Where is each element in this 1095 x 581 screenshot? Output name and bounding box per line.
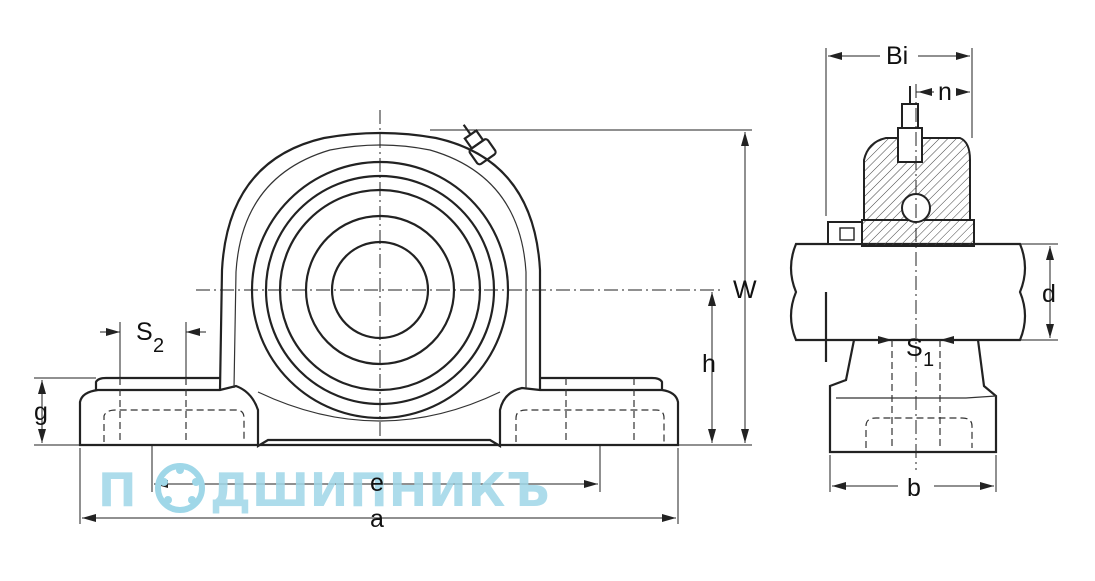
label-n: n	[938, 78, 952, 106]
n-arrow-left	[918, 88, 932, 96]
b-arrow-right	[980, 482, 994, 490]
label-s1-subscript: 1	[923, 349, 934, 371]
side-lower-housing	[828, 339, 998, 454]
bi-arrow-right	[956, 52, 970, 60]
dimensions	[34, 48, 1058, 524]
front-left-foot-top	[94, 376, 220, 390]
g-arrow-bottom	[38, 429, 46, 443]
e-arrow-right	[584, 480, 598, 488]
label-s2: S	[136, 318, 153, 346]
s1-arrow-right	[940, 336, 954, 344]
s2-arrow-right	[186, 328, 200, 336]
watermark-bearing-icon	[155, 463, 205, 513]
front-view	[78, 110, 720, 448]
dimension-labels: Bi n W d h g S 2 S 1 e a b	[34, 42, 1056, 533]
label-s1: S	[906, 334, 923, 362]
watermark-text-start: П	[98, 463, 138, 517]
g-arrow-top	[38, 380, 46, 394]
w-arrow-bottom	[741, 429, 749, 443]
d-arrow-top	[1046, 246, 1054, 260]
watermark: П ДШИПНИКЪ	[98, 463, 551, 517]
a-arrow-left	[82, 514, 96, 522]
watermark-text-end: ДШИПНИКЪ	[210, 463, 551, 517]
w-arrow-top	[741, 132, 749, 146]
label-bi: Bi	[886, 42, 908, 70]
n-arrow-right	[956, 88, 970, 96]
front-left-slot	[103, 409, 245, 442]
front-right-foot-top	[540, 376, 664, 390]
side-set-screw	[839, 227, 855, 241]
h-arrow-top	[708, 292, 716, 306]
h-arrow-bottom	[708, 429, 716, 443]
b-arrow-left	[832, 482, 846, 490]
side-lower-inner	[836, 395, 997, 399]
side-housing-section	[863, 137, 971, 221]
label-e: e	[370, 469, 384, 497]
front-right-slot	[515, 409, 665, 442]
s1-arrow-left	[878, 336, 892, 344]
side-inner-ring	[861, 219, 975, 247]
a-arrow-right	[662, 514, 676, 522]
label-w: W	[733, 276, 757, 304]
label-a: a	[370, 505, 384, 533]
front-base-arc	[257, 391, 501, 422]
label-g: g	[34, 398, 48, 426]
label-b: b	[907, 474, 921, 502]
side-lower-slot	[865, 417, 973, 448]
d-arrow-bottom	[1046, 324, 1054, 338]
front-base-outline	[78, 384, 680, 448]
front-housing-outline	[218, 131, 542, 391]
label-s2-subscript: 2	[153, 335, 164, 357]
grease-nipple-icon	[462, 124, 497, 166]
side-grease-nipple-icon	[897, 86, 923, 163]
label-d: d	[1042, 280, 1056, 308]
bi-arrow-left	[828, 52, 842, 60]
label-h: h	[702, 350, 716, 378]
s2-arrow-left	[106, 328, 120, 336]
